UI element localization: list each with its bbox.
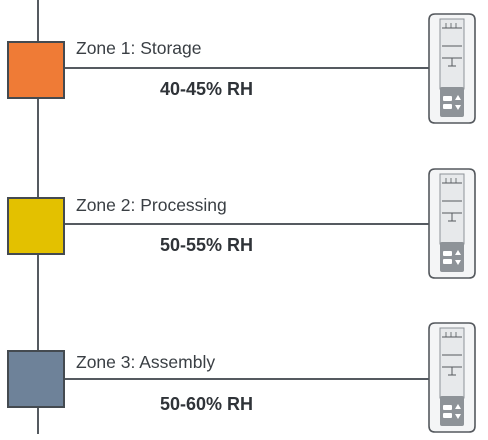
- humidity-controller-icon: [428, 168, 476, 279]
- arrow-down-icon: [455, 105, 461, 110]
- zone-1-humidity-controller[interactable]: [427, 12, 477, 125]
- arrow-down-icon: [455, 414, 461, 419]
- humidity-controller-icon: [428, 322, 476, 433]
- zone-2-rh-range: 50-55% RH: [160, 235, 254, 255]
- arrow-up-icon: [455, 404, 461, 409]
- zone-3-connector-line: [65, 378, 430, 380]
- zone-2-humidity-controller[interactable]: [427, 167, 477, 280]
- zone-1: Zone 1: Storage 40-45% RH: [0, 0, 488, 130]
- zone-3-color-square: [7, 350, 65, 408]
- humidity-controller-icon: [428, 13, 476, 124]
- zone-1-connector-line: [65, 67, 430, 69]
- zone-1-color-square: [7, 41, 65, 99]
- zone-3: Zone 3: Assembly 50-60% RH: [0, 310, 488, 440]
- zone-2-connector-line: [65, 223, 430, 225]
- zone-2: Zone 2: Processing 50-55% RH: [0, 155, 488, 285]
- zone-3-rh-range: 50-60% RH: [160, 394, 254, 414]
- arrow-up-icon: [455, 250, 461, 255]
- zone-1-name: Zone 1: Storage: [76, 38, 202, 58]
- zone-1-rh-range: 40-45% RH: [160, 79, 254, 99]
- zone-2-color-square: [7, 197, 65, 255]
- zone-3-humidity-controller[interactable]: [427, 321, 477, 434]
- zone-3-name: Zone 3: Assembly: [76, 352, 216, 372]
- zone-2-name: Zone 2: Processing: [76, 195, 227, 215]
- arrow-down-icon: [455, 260, 461, 265]
- arrow-up-icon: [455, 95, 461, 100]
